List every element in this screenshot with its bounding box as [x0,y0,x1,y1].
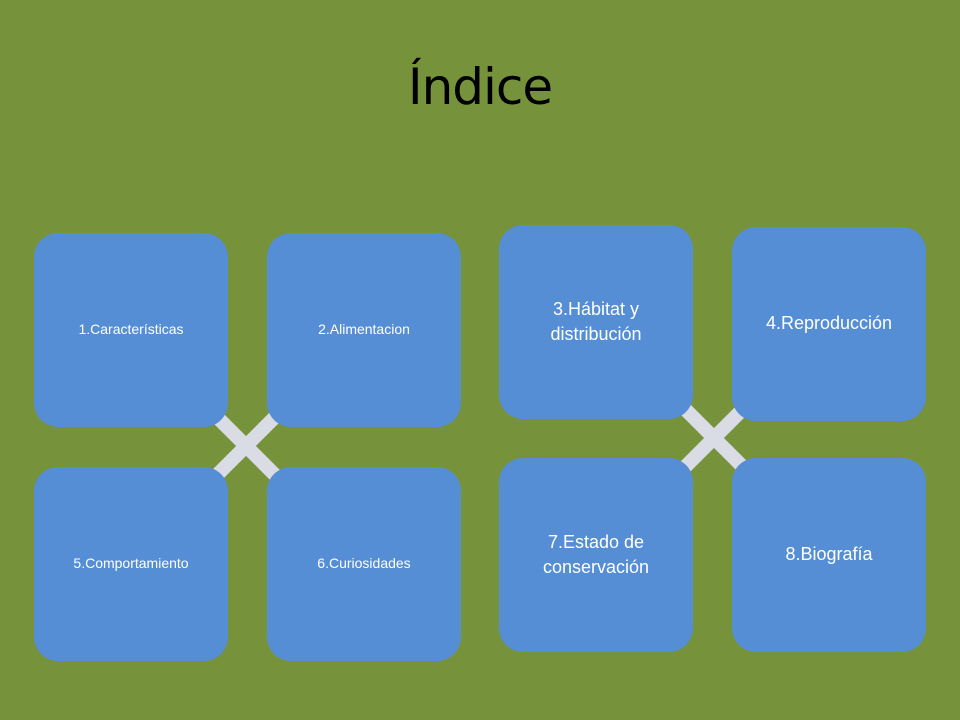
index-item-comportamiento[interactable]: 5.Comportamiento [34,467,228,661]
index-item-label: 1.Características [78,321,184,338]
index-item-label: 5.Comportamiento [73,555,189,572]
index-item-estado-conservacion[interactable]: 7.Estado de conservación [499,458,693,652]
index-item-label: 2.Alimentacion [318,321,410,338]
slide-title: Índice [407,58,553,116]
index-item-label: 3.Hábitat y distribución [550,298,642,344]
index-item-label: 4.Reproducción [765,313,893,334]
index-item-label: 8.Biografía [785,544,873,565]
index-item-reproduccion[interactable]: 4.Reproducción [732,227,926,421]
index-item-label: 7.Estado de conservación [542,531,650,577]
index-item-alimentacion[interactable]: 2.Alimentacion [267,233,461,427]
index-item-biografia[interactable]: 8.Biografía [732,458,926,652]
index-item-label: 6.Curiosidades [317,555,411,572]
index-item-curiosidades[interactable]: 6.Curiosidades [267,467,461,661]
index-item-habitat[interactable]: 3.Hábitat y distribución [499,225,693,419]
index-item-caracteristicas[interactable]: 1.Características [34,233,228,427]
